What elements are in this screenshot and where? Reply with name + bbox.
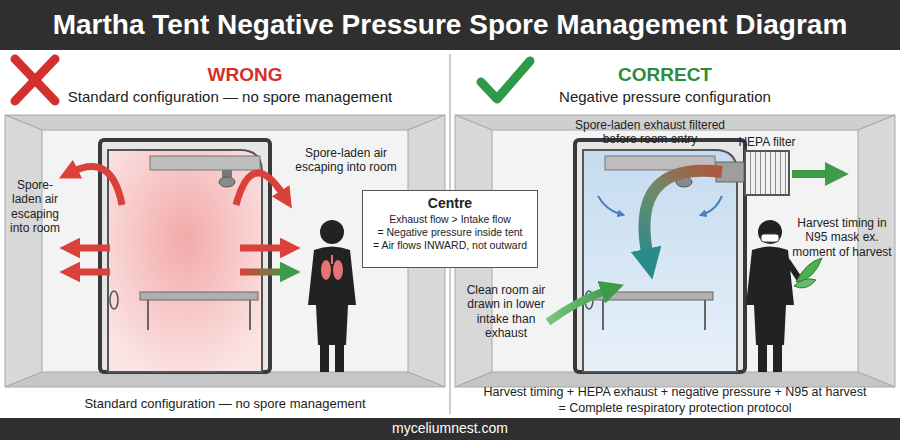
callout-text: Clean room air drawn in lower intake tha… [460, 283, 552, 341]
escaping-air-arrow [236, 173, 284, 205]
shelf [595, 292, 713, 300]
escaping-air-arrow [74, 269, 110, 276]
shelf [140, 292, 258, 300]
escaping-air-arrow [72, 167, 122, 205]
protocol-summary: Harvest timing + HEPA exhaust + negative… [455, 385, 895, 400]
panel-subtitle: Negative pressure configuration [485, 88, 845, 106]
tent-vent [110, 291, 118, 309]
shelf-leg [147, 300, 149, 330]
callout-text: Spore-laden exhaust filtered before room… [572, 118, 728, 147]
node-heading: Centre [366, 195, 534, 213]
explanation-box: CentreExhaust flow > Intake flow= Negati… [362, 190, 538, 268]
room-floor [5, 372, 445, 387]
verdict-heading: WRONG [150, 64, 340, 87]
clean-exhaust-arrow [792, 170, 832, 178]
node-body-line: Exhaust flow > Intake flow [366, 213, 534, 226]
lung [321, 260, 331, 280]
lung [333, 260, 343, 280]
callout-text: Harvest timing in N95 mask ex. moment of… [792, 216, 892, 259]
n95-mask [761, 234, 779, 242]
person-head [320, 220, 344, 244]
panel-subtitle: Standard configuration — no spore manage… [55, 88, 405, 106]
airflow-arrow [598, 196, 620, 214]
callout-text: Spore-laden air escaping into room [285, 146, 407, 175]
footer-bar [0, 418, 900, 440]
watermark: myceliumnest.com [0, 420, 900, 437]
harvest-leaf [794, 279, 816, 288]
room-back-wall [42, 130, 408, 372]
lamp-stem [222, 170, 232, 177]
shelf-leg [249, 300, 251, 330]
node-body-line: = Air flows INWARD, not outward [366, 239, 534, 252]
node-body-line: = Negative pressure inside tent [366, 226, 534, 239]
airflow-arrow [644, 171, 722, 258]
callout-text: Spore-laden air escaping into room [4, 178, 66, 236]
person-head [758, 220, 782, 244]
diagram-title: Martha Tent Negative Pressure Spore Mana… [0, 0, 900, 50]
person-leg [335, 345, 344, 372]
trachea [331, 255, 333, 264]
person-body [308, 247, 356, 346]
intake-arrow [548, 290, 608, 322]
node-heading: HEPA filter [718, 135, 816, 150]
shelf-leg [602, 300, 604, 330]
panel-caption: Standard configuration — no spore manage… [20, 396, 430, 412]
person-leg [320, 345, 329, 372]
title-bar [0, 0, 900, 50]
protocol-summary: = Complete respiratory protection protoc… [455, 401, 895, 416]
person-leg [773, 345, 782, 372]
lamp [219, 177, 235, 187]
tent-interior [583, 150, 737, 372]
verdict-heading: CORRECT [570, 64, 760, 87]
escaping-air-arrow [240, 245, 286, 252]
tent-frame [100, 140, 270, 372]
check-icon [481, 61, 530, 99]
room-wall [5, 115, 42, 387]
cross-icon [15, 59, 55, 101]
grow-light [150, 156, 260, 170]
tent-interior [108, 150, 262, 372]
airflow-arrow [704, 196, 722, 214]
cross-icon [15, 59, 55, 101]
escaping-air-arrow [74, 245, 110, 252]
hepa-filter: HEPA filter [744, 150, 790, 196]
person-leg [758, 345, 767, 372]
tent-frame [575, 140, 745, 372]
room-ceiling [5, 115, 445, 130]
room-floor [455, 372, 895, 387]
shelf-leg [704, 300, 706, 330]
escaping-air-arrow [240, 269, 286, 276]
